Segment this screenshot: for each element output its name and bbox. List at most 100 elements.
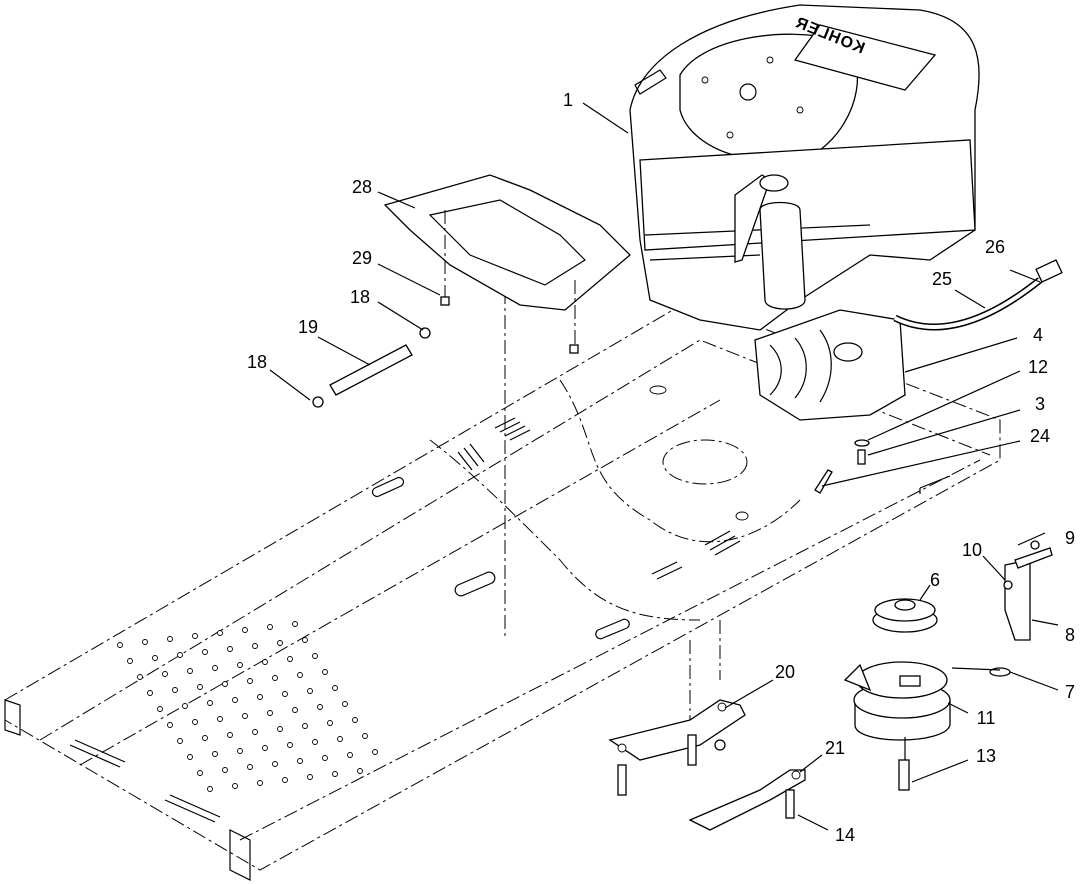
lower-brackets <box>608 699 806 831</box>
perforation-hole <box>232 783 238 789</box>
perforation-hole <box>292 707 298 713</box>
perforation-hole <box>322 669 328 675</box>
engine-assembly: KOHLER <box>629 4 980 331</box>
perforation-hole <box>337 736 343 742</box>
perforation-hole <box>267 624 273 630</box>
perforation-hole <box>247 678 253 684</box>
perforation-hole <box>192 719 198 725</box>
muffler <box>754 309 906 421</box>
perforation-hole <box>327 720 333 726</box>
perforation-hole <box>142 639 148 645</box>
perforation-hole <box>372 749 378 755</box>
electric-clutch <box>843 661 951 791</box>
perforation-hole <box>212 751 218 757</box>
perforation-hole <box>357 768 363 774</box>
perforation-hole <box>217 716 223 722</box>
callout-7: 7 <box>1065 682 1075 702</box>
perforation-hole <box>222 767 228 773</box>
perforation-hole <box>277 640 283 646</box>
callout-3: 3 <box>1035 394 1045 414</box>
perforation-hole <box>242 713 248 719</box>
callout-10: 10 <box>962 540 982 560</box>
callouts: 1 3 4 6 7 8 9 10 11 12 13 14 18 18 19 20… <box>247 90 1075 845</box>
leader-lines <box>269 102 1059 831</box>
callout-12: 12 <box>1028 357 1048 377</box>
callout-13: 13 <box>976 746 996 766</box>
perforation-hole <box>197 684 203 690</box>
perforation-hole <box>307 688 313 694</box>
perforation-hole <box>127 658 133 664</box>
callout-28: 28 <box>352 177 372 197</box>
perforation-hole <box>197 770 203 776</box>
perforation-hole <box>297 758 303 764</box>
perforation-hole <box>172 687 178 693</box>
perforation-hole <box>342 701 348 707</box>
perforation-hole <box>187 668 193 674</box>
perforation-hole <box>182 703 188 709</box>
pulley <box>872 598 938 633</box>
perforation-hole <box>167 636 173 642</box>
perforation-hole <box>167 722 173 728</box>
perforation-hole <box>227 646 233 652</box>
callout-4: 4 <box>1033 325 1043 345</box>
perforation-hole <box>207 786 213 792</box>
perforation-hole <box>287 742 293 748</box>
callout-11: 11 <box>977 708 996 728</box>
fuel-hose <box>893 259 1063 331</box>
perforation-hole <box>272 675 278 681</box>
perforation-hole <box>332 685 338 691</box>
perforation-hole <box>267 710 273 716</box>
callout-14: 14 <box>835 825 855 845</box>
perforation-hole <box>352 717 358 723</box>
perforation-hole <box>312 739 318 745</box>
perforation-hole <box>237 748 243 754</box>
perforation-hole <box>242 627 248 633</box>
perforation-hole <box>247 764 253 770</box>
perforation-hole <box>287 656 293 662</box>
small-hardware <box>814 439 870 494</box>
callout-18-left: 18 <box>247 352 267 372</box>
perforation-hole <box>282 777 288 783</box>
perforation-hole <box>202 649 208 655</box>
perforation-hole <box>317 704 323 710</box>
perforation-hole <box>297 672 303 678</box>
perforation-hole <box>257 694 263 700</box>
floor-perforations <box>117 621 378 792</box>
perforation-hole <box>322 755 328 761</box>
perforation-hole <box>332 771 338 777</box>
perforation-hole <box>177 652 183 658</box>
bracket <box>989 540 1053 677</box>
callout-9: 9 <box>1065 528 1075 548</box>
callout-18-right: 18 <box>350 287 370 307</box>
callout-20: 20 <box>775 662 795 682</box>
perforation-hole <box>277 726 283 732</box>
perforation-hole <box>137 674 143 680</box>
perforation-hole <box>177 738 183 744</box>
perforation-hole <box>157 706 163 712</box>
perforation-hole <box>292 621 298 627</box>
perforation-hole <box>272 761 278 767</box>
perforation-hole <box>237 662 243 668</box>
perforation-hole <box>117 642 123 648</box>
callout-19: 19 <box>298 317 318 337</box>
perforation-hole <box>152 655 158 661</box>
callout-24: 24 <box>1030 426 1050 446</box>
perforation-hole <box>147 690 153 696</box>
perforation-hole <box>262 659 268 665</box>
perforation-hole <box>307 774 313 780</box>
perforation-hole <box>212 665 218 671</box>
perforation-hole <box>312 653 318 659</box>
perforation-hole <box>192 633 198 639</box>
perforation-hole <box>222 681 228 687</box>
perforation-hole <box>302 723 308 729</box>
callout-26: 26 <box>985 237 1005 257</box>
callout-6: 6 <box>930 570 940 590</box>
callout-8: 8 <box>1065 625 1075 645</box>
chassis-frame <box>4 240 1001 881</box>
perforation-hole <box>207 700 213 706</box>
perforation-hole <box>347 752 353 758</box>
callout-1: 1 <box>563 90 573 110</box>
callout-21: 21 <box>825 738 845 758</box>
hose-tube <box>312 327 431 408</box>
